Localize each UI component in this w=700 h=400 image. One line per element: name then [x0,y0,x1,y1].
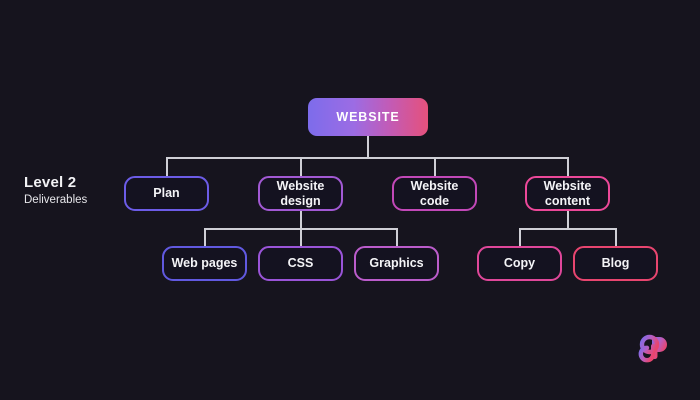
level-label-subtitle: Deliverables [24,194,88,206]
node-label: Website content [543,179,592,208]
node-label: CSS [287,256,314,271]
connector-drop-website-content [567,157,569,176]
gp-monogram-icon [638,334,667,363]
node-label: Plan [153,186,180,201]
node-plan[interactable]: Plan [124,176,209,211]
node-copy[interactable]: Copy [477,246,562,281]
node-web-pages[interactable]: Web pages [162,246,247,281]
connector-drop-web-pages [204,228,206,246]
node-label: Blog [601,256,630,271]
connector-drop-blog [615,228,617,246]
level-label-title: Level 2 [24,174,77,191]
connector-level2-bus [166,157,569,159]
node-website-code[interactable]: Website code [392,176,477,211]
node-website-root[interactable]: WEBSITE [308,98,428,136]
node-graphics[interactable]: Graphics [354,246,439,281]
connector-content-bus [519,228,617,230]
node-label: Website design [276,179,325,208]
gp-monogram-logo [637,333,671,367]
connector-drop-website-code [434,157,436,176]
node-css[interactable]: CSS [258,246,343,281]
node-label: Copy [503,256,536,271]
node-label: Graphics [369,256,424,271]
level-label-group: Level 2 Deliverables [24,174,124,208]
connector-stem-website-design [300,211,302,228]
connector-drop-plan [166,157,168,176]
connector-drop-graphics [396,228,398,246]
connector-stem-website-content [567,211,569,228]
node-website-content[interactable]: Website content [525,176,610,211]
connector-drop-copy [519,228,521,246]
connector-root-stem [367,136,369,157]
connector-drop-css [300,228,302,246]
node-label: Website code [410,179,459,208]
node-label: Web pages [171,256,238,271]
node-website-design[interactable]: Website design [258,176,343,211]
node-label: WEBSITE [336,110,400,124]
connector-drop-website-design [300,157,302,176]
node-blog[interactable]: Blog [573,246,658,281]
